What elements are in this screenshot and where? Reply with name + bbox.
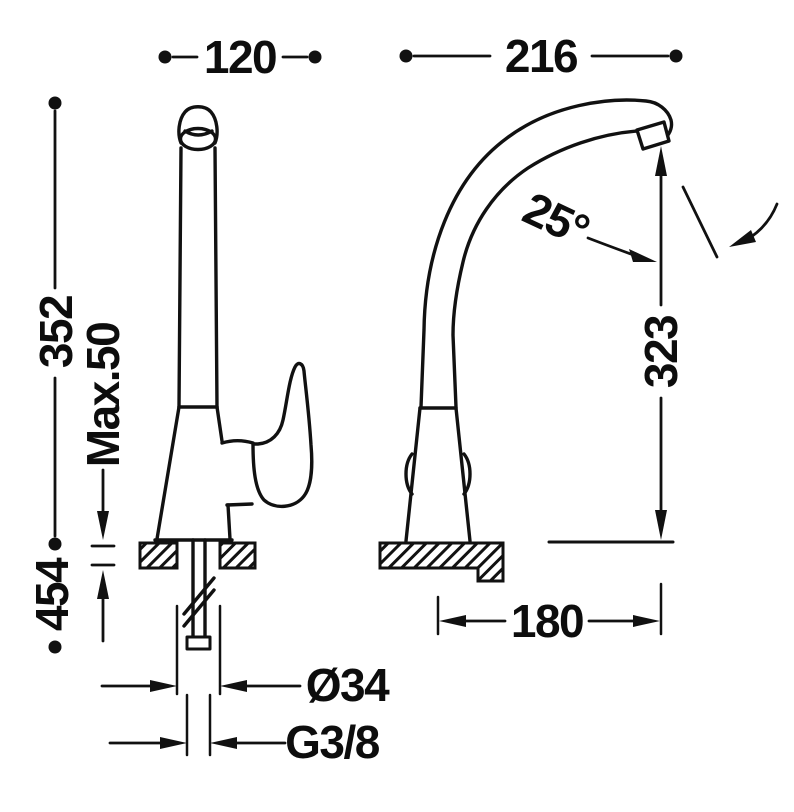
dim-d34-line: [100, 604, 302, 696]
handle-edge-left: [404, 452, 414, 496]
handle-edge-right: [462, 452, 472, 496]
dim-25deg-arc: [586, 236, 657, 262]
body-left-edge: [155, 405, 181, 541]
spout-inner-curve: [451, 129, 639, 409]
dim-454-label: 454: [26, 558, 78, 632]
body-right-edge: [215, 405, 224, 443]
countertop-front-view: [138, 541, 257, 570]
dim-180-label: 180: [510, 595, 585, 647]
dimension-linework: [48, 49, 779, 757]
dim-323-label: 323: [635, 315, 687, 389]
dim-352-line: [48, 96, 62, 551]
swivel-indicator: [681, 185, 779, 259]
dim-g38-label: G3/8: [285, 716, 380, 768]
side-body-right: [454, 406, 472, 543]
dim-454-line: [48, 640, 62, 654]
body-step-vertical: [226, 503, 232, 541]
dim-max50-line: [90, 468, 116, 643]
spout-outlet-rim: [183, 129, 214, 137]
counter-slab-side: [378, 541, 505, 583]
dim-216-label: 216: [504, 30, 579, 82]
faucet-side-view: [404, 98, 674, 543]
handle-socket-top: [220, 439, 255, 445]
spout-outer-curve: [419, 98, 674, 409]
dim-180-line: [436, 582, 663, 636]
column-left-edge: [177, 146, 183, 409]
swivel-reference-line: [681, 185, 719, 259]
counter-slab-right: [218, 541, 257, 570]
handle-lever: [251, 361, 314, 508]
side-body-left: [404, 406, 422, 543]
stem-nut: [185, 635, 212, 651]
countertop-side-view: [378, 541, 505, 583]
dim-d34-label: Ø34: [305, 659, 390, 711]
body-step-horizontal: [225, 502, 254, 507]
dim-352-label: 352: [30, 295, 82, 369]
dim-120-label: 120: [203, 31, 278, 83]
spout-cap-outline: [177, 105, 219, 145]
dim-216-line: [399, 49, 683, 63]
thread-break-slash-2: [182, 588, 216, 628]
dim-323-line: [547, 146, 675, 544]
dim-120-line: [158, 50, 322, 64]
column-right-edge: [213, 146, 219, 409]
thread-break-slash-1: [182, 576, 216, 616]
faucet-front-view: [153, 105, 314, 651]
counter-slab-left: [138, 541, 179, 570]
dim-max50-label: Max.50: [77, 322, 129, 468]
dim-g38-line: [108, 693, 287, 757]
spout-aerator: [635, 120, 671, 151]
